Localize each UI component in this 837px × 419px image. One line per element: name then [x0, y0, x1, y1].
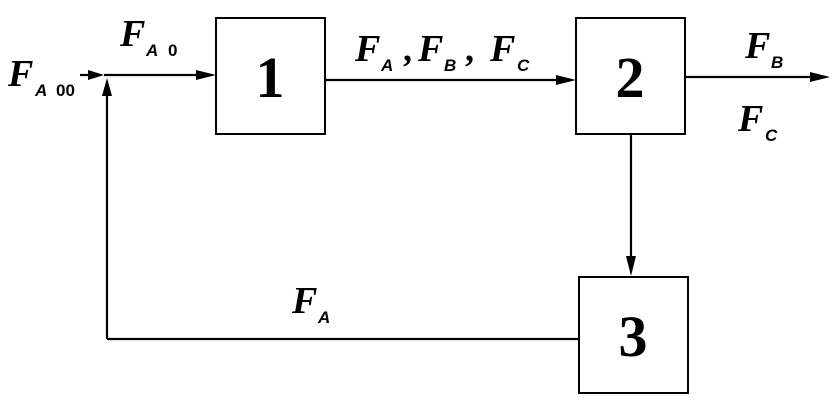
block-2-label: 2	[616, 45, 645, 110]
label-fresh-feed: F A 00	[7, 53, 75, 100]
product-b-sub: B	[771, 53, 783, 72]
fresh-feed-symbol: F	[7, 53, 33, 95]
product-c-symbol: F	[737, 98, 763, 140]
block-3	[578, 276, 689, 394]
stream-2-to-3-arrowhead	[626, 256, 636, 276]
label-product-b: F B	[744, 25, 783, 72]
stream-fb-symbol: F	[417, 28, 443, 70]
fresh-feed-subnum: 00	[56, 81, 75, 100]
label-mixed-feed: F A 0	[119, 13, 177, 60]
mixed-feed-symbol: F	[119, 13, 145, 55]
mixed-feed-arrowhead	[196, 70, 216, 80]
mixed-feed-sub: A	[145, 41, 158, 60]
block-1-label: 1	[256, 45, 285, 110]
recycle-symbol: F	[291, 280, 317, 322]
product-c-sub: C	[765, 126, 778, 145]
stream-fc-symbol: F	[489, 28, 515, 70]
stream-fa-sub: A	[380, 56, 393, 75]
block-1	[215, 17, 326, 135]
stream-fb-sub: B	[444, 56, 456, 75]
product-arrowhead	[810, 72, 830, 82]
fresh-feed-arrowhead	[88, 70, 104, 80]
block-2	[575, 17, 686, 135]
mixed-feed-subnum: 0	[168, 41, 177, 60]
label-product-c: F C	[737, 98, 778, 145]
stream-fa-symbol: F	[354, 28, 380, 70]
stream-1-to-2-arrowhead	[556, 75, 576, 85]
recycle-sub: A	[317, 308, 330, 327]
block-3-label: 3	[619, 304, 648, 369]
stream-separator-2: ,	[465, 29, 474, 69]
label-stream-1-to-2: F A , F B , F C	[354, 28, 530, 75]
product-b-symbol: F	[744, 25, 770, 67]
stream-fc-sub: C	[517, 56, 530, 75]
stream-separator-1: ,	[403, 29, 412, 69]
label-recycle: F A	[291, 280, 330, 327]
fresh-feed-sub: A	[34, 81, 47, 100]
recycle-arrowhead	[102, 78, 112, 96]
